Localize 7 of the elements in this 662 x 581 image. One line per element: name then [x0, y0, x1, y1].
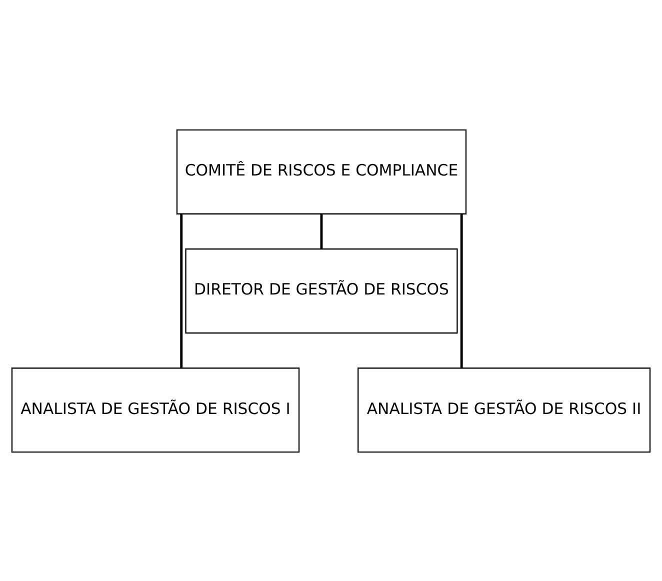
node-box: ANALISTA DE GESTÃO DE RISCOS I [11, 367, 300, 452]
connector [180, 213, 183, 368]
connector [320, 213, 323, 248]
connector [460, 213, 463, 368]
node-box: DIRETOR DE GESTÃO DE RISCOS [185, 248, 458, 334]
node-box: COMITÊ DE RISCOS E COMPLIANCE [176, 128, 467, 214]
node-box: ANALISTA DE GESTÃO DE RISCOS II [358, 367, 651, 452]
